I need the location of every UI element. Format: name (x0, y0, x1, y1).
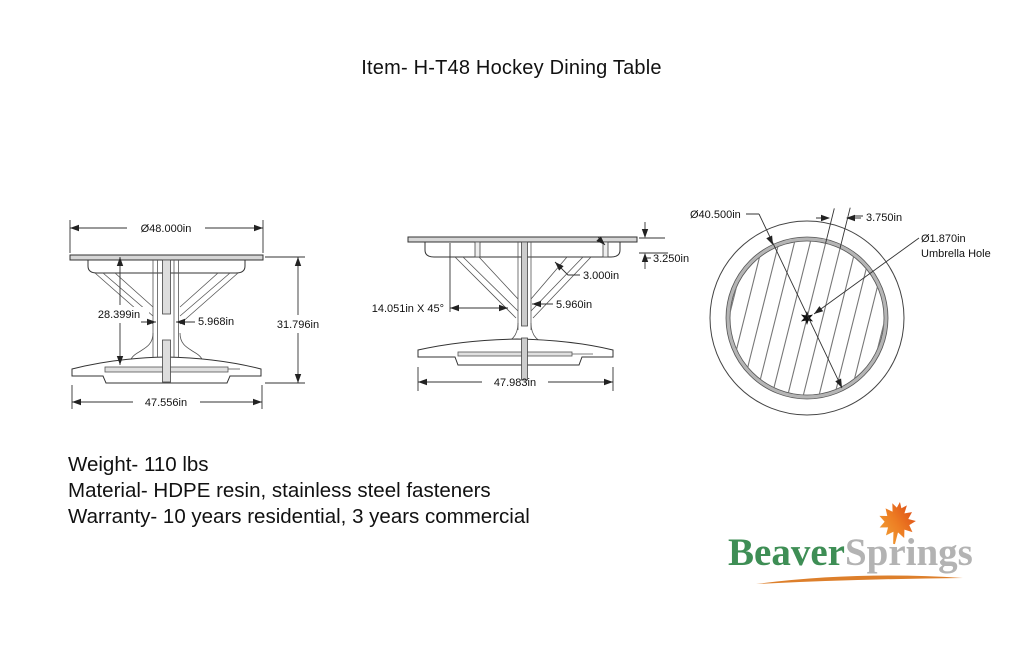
logo-swoosh (756, 575, 963, 584)
dim-brace-thickness: 3.000in (554, 236, 619, 282)
tabletop (69, 254, 264, 261)
umbrella-hole-icon (800, 311, 814, 325)
dim-umbrella-hole: Ø1.870in Umbrella Hole (813, 233, 991, 315)
base (417, 322, 614, 381)
dim-column-width: 5.960in (532, 299, 592, 311)
dim-label-overall-height: 31.796in (277, 319, 319, 331)
dim-top-diameter: Ø48.000in (69, 220, 264, 253)
spec-warranty: Warranty- 10 years residential, 3 years … (68, 505, 530, 528)
side-table-geometry (407, 236, 638, 381)
dim-label-diameter: Ø48.000in (141, 223, 192, 235)
dim-label-top-thickness: 3.250in (653, 253, 689, 265)
dim-base-width: 47.983in (417, 367, 614, 391)
dim-label-base-width: 47.556in (145, 397, 187, 409)
braces (454, 256, 592, 319)
dim-label-column-width: 5.968in (198, 316, 234, 328)
dim-label-hole-name: Umbrella Hole (921, 248, 991, 260)
slats (729, 240, 885, 396)
dim-base-width: 47.556in (71, 385, 263, 409)
dim-label-hole-diameter: Ø1.870in (921, 233, 966, 245)
brand-logo: BeaverSprings (728, 530, 978, 590)
top-view-drawing: 3.750in Ø40.500in Ø1.870in Umbrella Hole (690, 207, 991, 416)
dim-label-base-width: 47.983in (494, 377, 536, 389)
page-title: Item- H-T48 Hockey Dining Table (361, 57, 662, 79)
inner-ring (726, 237, 888, 399)
dim-label-pedestal-height: 28.399in (98, 309, 140, 321)
peg (602, 241, 609, 258)
dim-label-column-width: 5.960in (556, 299, 592, 311)
dim-overall-height: 31.796in (265, 256, 330, 384)
pedestal-column (517, 241, 532, 330)
dim-label-inner-diameter: Ø40.500in (690, 209, 741, 221)
spec-weight: Weight- 110 lbs (68, 453, 209, 476)
product-specs: Weight- 110 lbs Material- HDPE resin, st… (68, 452, 530, 530)
dim-label-brace-thickness: 3.000in (583, 270, 619, 282)
front-view-drawing: Ø48.000in (69, 220, 330, 409)
pedestal-column (152, 259, 179, 365)
dim-brace-reach: 14.051in X 45° (372, 243, 508, 315)
dim-top-thickness: 3.250in (639, 222, 689, 269)
side-view-drawing: 14.051in X 45° 3.000in 5.960in 3.250in (372, 222, 689, 391)
dim-inner-diameter: Ø40.500in (690, 209, 843, 389)
tabletop-plan (709, 220, 905, 416)
peg (474, 241, 481, 258)
base (71, 332, 262, 384)
dim-column-width: 5.968in (141, 314, 253, 328)
front-table-geometry (69, 254, 264, 384)
logo-word-springs: Springs (844, 531, 973, 574)
dim-pedestal-height: 28.399in (89, 257, 149, 365)
dim-label-brace: 14.051in X 45° (372, 303, 444, 315)
dim-label-slat-width: 3.750in (866, 212, 902, 224)
maple-leaf-icon (879, 502, 916, 545)
logo-word-beaver: Beaver (728, 531, 845, 574)
dim-slat-width: 3.750in (816, 207, 902, 249)
spec-material: Material- HDPE resin, stainless steel fa… (68, 479, 491, 502)
